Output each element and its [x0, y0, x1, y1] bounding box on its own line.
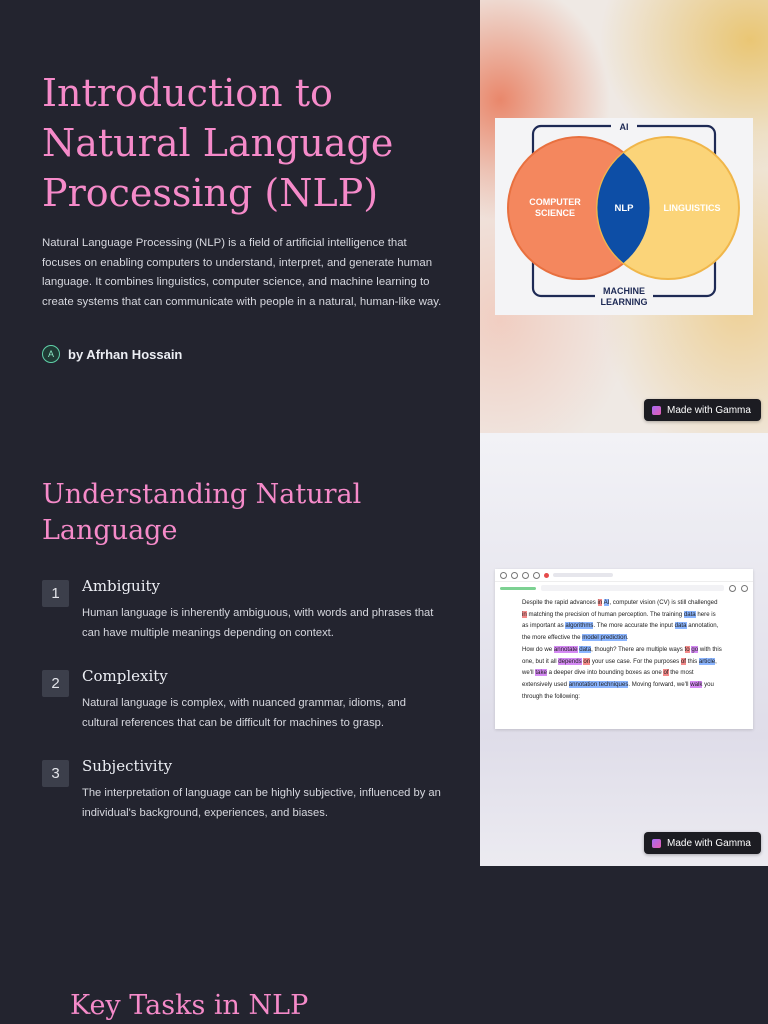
- toolbar-dropdown: [553, 573, 613, 577]
- item-text: Human language is inherently ambiguous, …: [82, 607, 434, 639]
- gamma-logo-icon: [652, 838, 661, 848]
- search-box: [541, 585, 724, 591]
- item-text: The interpretation of language can be hi…: [82, 787, 441, 819]
- slide-title: Key Tasks in NLP: [70, 990, 309, 1021]
- item-number: 3: [42, 760, 69, 787]
- venn-label-nlp: NLP: [615, 203, 635, 214]
- item-title: Subjectivity: [82, 757, 173, 775]
- nlp-intersection: [597, 153, 650, 263]
- copy-icon: [741, 584, 748, 592]
- status-bar: [500, 586, 536, 590]
- screenshot-toolbar: [495, 569, 753, 582]
- back-icon: [500, 571, 507, 579]
- item-number: 1: [42, 580, 69, 607]
- refresh-icon: [511, 571, 518, 579]
- slide-key-tasks: Key Tasks in NLP: [0, 866, 768, 1024]
- annotated-paragraph-1: Despite the rapid advances in AI, comput…: [522, 599, 722, 700]
- badge-label: Made with Gamma: [667, 837, 751, 849]
- redo-icon: [522, 571, 529, 579]
- slide-description: Natural Language Processing (NLP) is a f…: [42, 237, 442, 309]
- author-line: A by Afrhan Hossain: [42, 345, 182, 363]
- badge-label: Made with Gamma: [667, 404, 751, 416]
- venn-diagram-image: AI COMPUTER SCIENCE NLP LINGUISTICS MACH…: [495, 118, 753, 315]
- venn-label-ai: AI: [620, 122, 629, 132]
- hero-image-panel: AI COMPUTER SCIENCE NLP LINGUISTICS MACH…: [480, 0, 768, 433]
- gamma-logo-icon: [652, 405, 661, 415]
- slide-understanding: Understanding Natural Language 1 Ambigui…: [0, 433, 768, 866]
- sync-icon: [729, 584, 736, 592]
- item-title: Complexity: [82, 667, 168, 685]
- venn-label-ml-2: LEARNING: [601, 297, 648, 307]
- venn-label-cs-1: COMPUTER: [529, 197, 581, 207]
- slide-title: Understanding Natural Language: [42, 479, 362, 546]
- tool-icon: [533, 571, 540, 579]
- item-title: Ambiguity: [82, 577, 161, 595]
- item-number: 2: [42, 670, 69, 697]
- venn-label-linguistics: LINGUISTICS: [663, 203, 720, 213]
- annotation-image-panel: Despite the rapid advances in AI, comput…: [480, 433, 768, 866]
- slide-title: Introduction to Natural Language Process…: [42, 71, 394, 215]
- record-icon: [544, 572, 549, 578]
- venn-diagram: AI COMPUTER SCIENCE NLP LINGUISTICS MACH…: [507, 118, 740, 310]
- made-with-gamma-badge[interactable]: Made with Gamma: [644, 399, 761, 421]
- slide-introduction: Introduction to Natural Language Process…: [0, 0, 768, 433]
- annotation-screenshot: Despite the rapid advances in AI, comput…: [495, 569, 753, 729]
- item-text: Natural language is complex, with nuance…: [82, 697, 406, 729]
- author-name: by Afrhan Hossain: [68, 346, 183, 362]
- made-with-gamma-badge[interactable]: Made with Gamma: [644, 832, 761, 854]
- screenshot-subbar: [495, 582, 753, 594]
- venn-label-cs-2: SCIENCE: [535, 208, 575, 218]
- avatar: A: [42, 345, 60, 363]
- venn-label-ml-1: MACHINE: [603, 286, 645, 296]
